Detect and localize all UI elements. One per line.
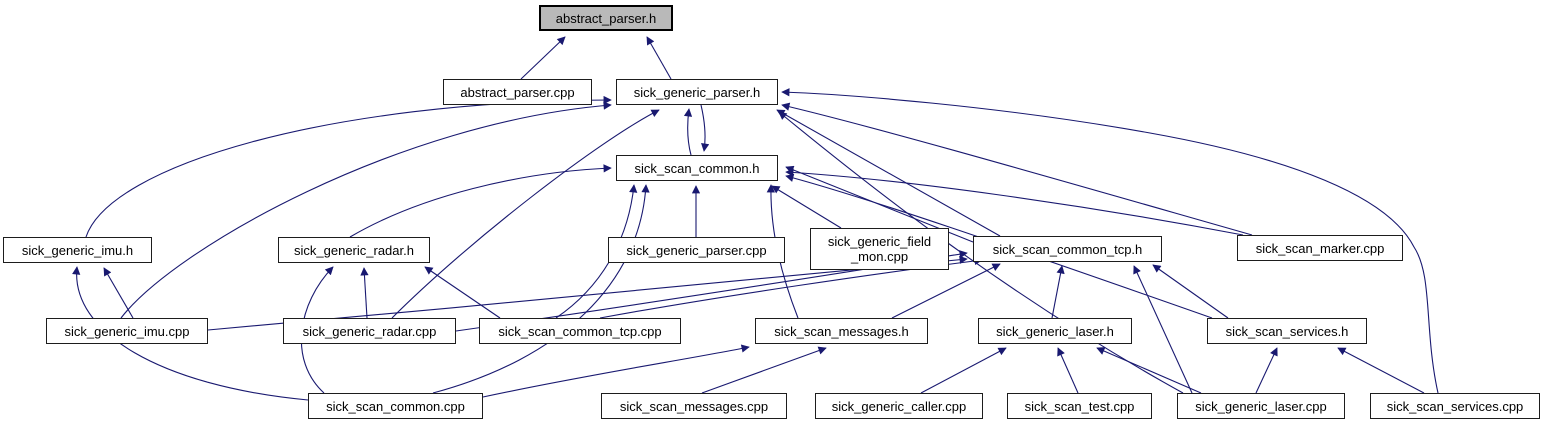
edge-sick_scan_test_cpp-sick_generic_laser_h	[1057, 347, 1079, 394]
node-abstract-parser-cpp[interactable]: abstract_parser.cpp	[443, 79, 592, 105]
edge-sick_scan_common_tcp_cpp-sick_generic_radar_h	[424, 266, 501, 319]
node-sick-scan-common-cpp[interactable]: sick_scan_common.cpp	[308, 393, 483, 419]
edge-sick_scan_services_h-sick_scan_common_h	[785, 173, 1213, 319]
edge-sick_scan_common_cpp-sick_generic_imu_h	[72, 266, 309, 401]
node-abstract-parser-h: abstract_parser.h	[539, 5, 673, 31]
edge-sick_generic_parser_h-sick_scan_common_h	[700, 104, 710, 152]
node-sick-generic-radar-cpp[interactable]: sick_generic_radar.cpp	[283, 318, 456, 344]
edge-sick_scan_services_cpp-sick_scan_services_h	[1337, 347, 1425, 394]
node-sick-scan-messages-h[interactable]: sick_scan_messages.h	[755, 318, 928, 344]
edge-sick_scan_messages_cpp-sick_scan_messages_h	[701, 346, 827, 394]
edge-sick_generic_laser_cpp-sick_scan_services_h	[1255, 347, 1278, 394]
edge-sick_generic_imu_cpp-sick_generic_imu_h	[103, 267, 134, 319]
edge-sick_generic_imu_cpp-sick_generic_parser_h	[120, 101, 612, 319]
edge-sick_scan_marker_cpp-sick_generic_parser_h	[781, 102, 1253, 236]
edge-sick_generic_parser_h-abstract_parser_h	[646, 36, 672, 80]
node-sick-generic-imu-cpp[interactable]: sick_generic_imu.cpp	[46, 318, 208, 344]
edge-sick_scan_common_cpp-sick_scan_messages_h	[482, 344, 750, 398]
node-sick-generic-parser-h[interactable]: sick_generic_parser.h	[616, 79, 778, 105]
edge-abstract_parser_cpp-abstract_parser_h	[520, 36, 566, 80]
node-sick-scan-services-h[interactable]: sick_scan_services.h	[1207, 318, 1367, 344]
edge-sick_generic_radar_cpp-sick_generic_parser_h	[391, 109, 660, 319]
node-sick-scan-services-cpp[interactable]: sick_scan_services.cpp	[1370, 393, 1540, 419]
node-sick-scan-marker-cpp[interactable]: sick_scan_marker.cpp	[1237, 235, 1403, 261]
node-sick-scan-common-h[interactable]: sick_scan_common.h	[616, 155, 778, 181]
node-sick-generic-parser-cpp[interactable]: sick_generic_parser.cpp	[608, 237, 785, 263]
edge-sick_scan_marker_cpp-sick_scan_common_h	[785, 168, 1244, 236]
node-sick-scan-common-tcp-cpp[interactable]: sick_scan_common_tcp.cpp	[479, 318, 681, 344]
edge-sick_scan_messages_h-sick_scan_common_tcp_h	[891, 263, 1001, 319]
edge-sick_scan_common_tcp_h-sick_generic_parser_h	[776, 109, 1001, 237]
edge-sick_generic_imu_h-sick_generic_parser_h	[85, 95, 612, 238]
node-sick-scan-messages-cpp[interactable]: sick_scan_messages.cpp	[601, 393, 787, 419]
edge-sick_generic_radar_h-sick_scan_common_h	[349, 164, 612, 238]
edge-sick_generic_field_mon_cpp-sick_scan_common_h	[771, 185, 842, 229]
edge-sick_generic_caller_cpp-sick_generic_laser_h	[920, 347, 1007, 394]
node-sick-generic-laser-cpp[interactable]: sick_generic_laser.cpp	[1177, 393, 1345, 419]
edge-sick_scan_common_h-sick_generic_parser_h	[683, 108, 693, 156]
node-sick-generic-caller-cpp[interactable]: sick_generic_caller.cpp	[815, 393, 983, 419]
edge-sick_generic_laser_cpp-sick_generic_laser_h	[1096, 347, 1202, 394]
node-sick-generic-laser-h[interactable]: sick_generic_laser.h	[978, 318, 1132, 344]
node-sick-scan-test-cpp[interactable]: sick_scan_test.cpp	[1007, 393, 1152, 419]
edge-sick_generic_laser_h-sick_scan_common_tcp_h	[1051, 265, 1065, 319]
node-sick-generic-radar-h[interactable]: sick_generic_radar.h	[278, 237, 430, 263]
node-sick-generic-imu-h[interactable]: sick_generic_imu.h	[3, 237, 152, 263]
node-sick-generic-field-mon-cpp[interactable]: sick_generic_field _mon.cpp	[810, 228, 949, 270]
edge-sick_scan_services_cpp-sick_generic_parser_h	[781, 88, 1439, 394]
edge-sick_generic_radar_cpp-sick_generic_radar_h	[360, 267, 369, 319]
node-sick-scan-common-tcp-h[interactable]: sick_scan_common_tcp.h	[973, 236, 1162, 262]
edge-sick_generic_laser_cpp-sick_scan_common_tcp_h	[1133, 265, 1193, 394]
edge-sick_scan_common_cpp-sick_scan_common_h	[432, 184, 650, 394]
edge-sick_scan_services_h-sick_scan_common_tcp_h	[1152, 264, 1229, 319]
